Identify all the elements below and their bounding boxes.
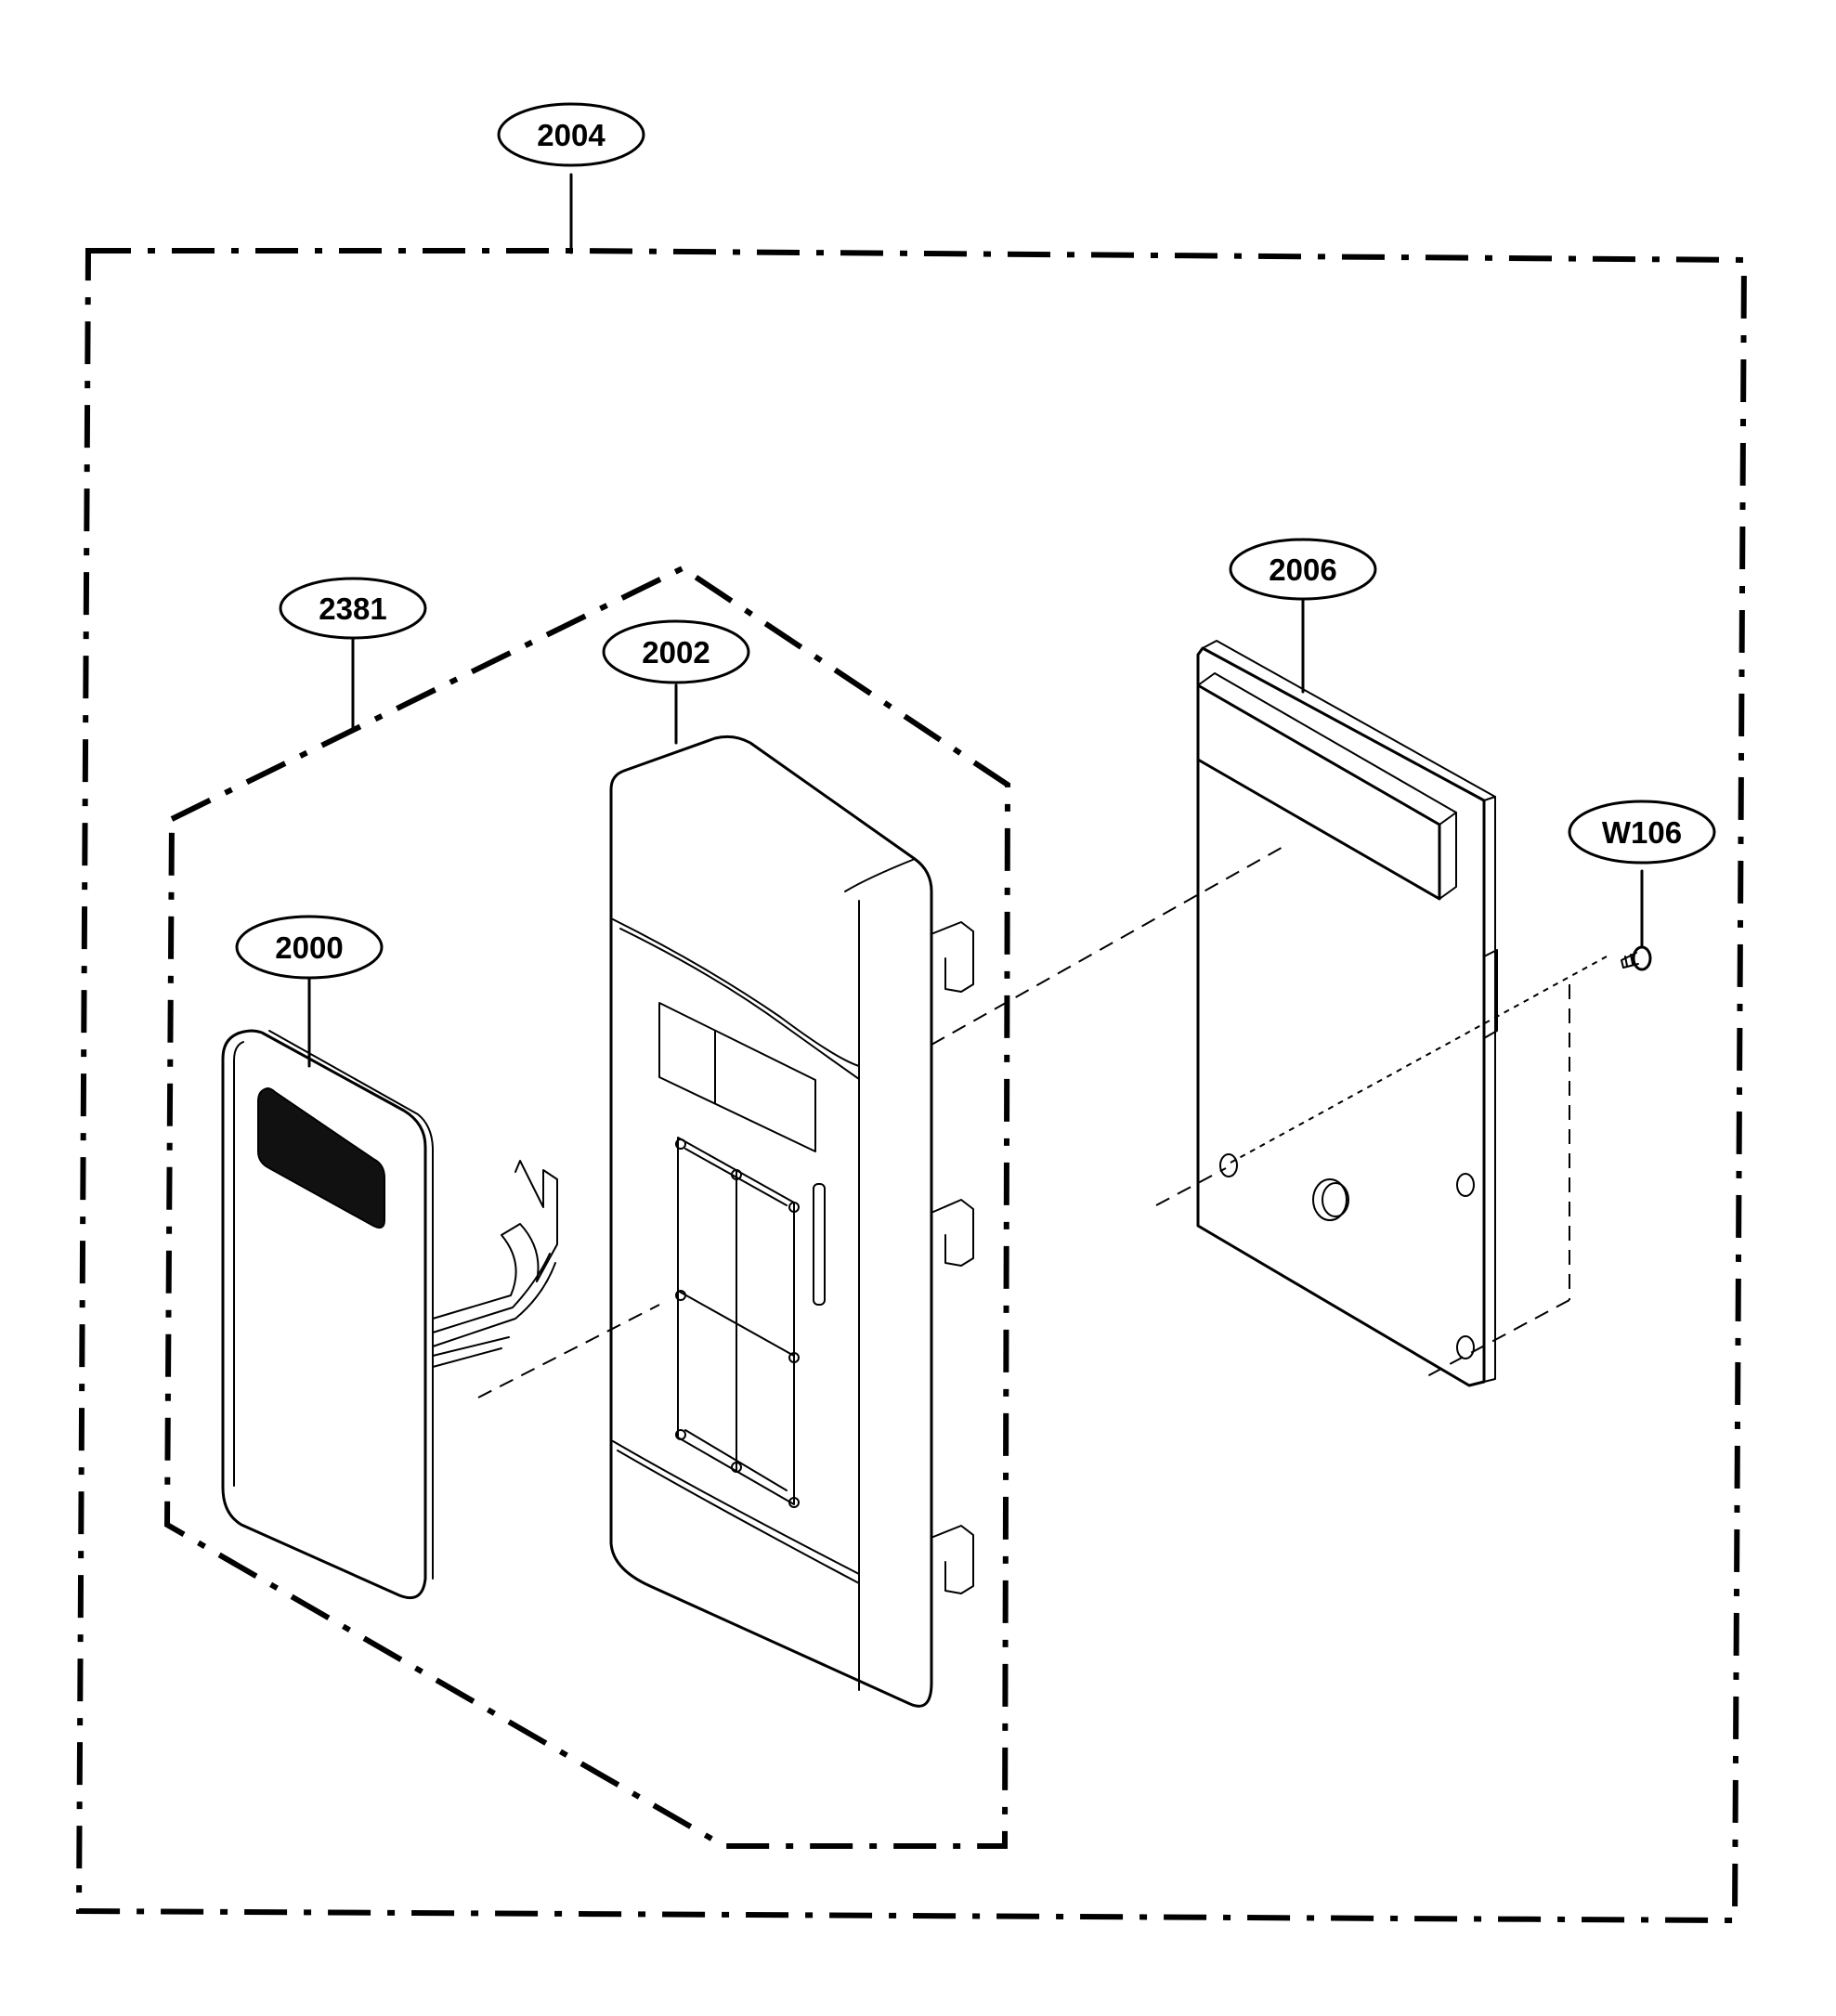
pcb-part (1155, 640, 1608, 1387)
callout-2002-label: 2002 (642, 635, 710, 670)
callout-2004-label: 2004 (537, 118, 605, 152)
callout-2006-label: 2006 (1269, 553, 1336, 587)
callout-2006: 2006 (1229, 538, 1377, 601)
frame-part (609, 735, 1287, 1708)
callout-2002: 2002 (602, 619, 750, 684)
sub-assembly-boundary (163, 565, 1011, 1849)
assembly-boundary (75, 173, 1748, 1924)
callout-2381: 2381 (279, 577, 427, 640)
membrane-sheet-part (221, 1029, 660, 1600)
callout-2381-label: 2381 (319, 592, 386, 626)
callout-2000-label: 2000 (275, 930, 343, 965)
callout-2004: 2004 (497, 102, 645, 167)
callout-w106-label: W106 (1602, 815, 1682, 850)
callout-2000: 2000 (235, 915, 384, 980)
screw-part (1621, 869, 1652, 971)
callout-w106: W106 (1568, 800, 1716, 865)
